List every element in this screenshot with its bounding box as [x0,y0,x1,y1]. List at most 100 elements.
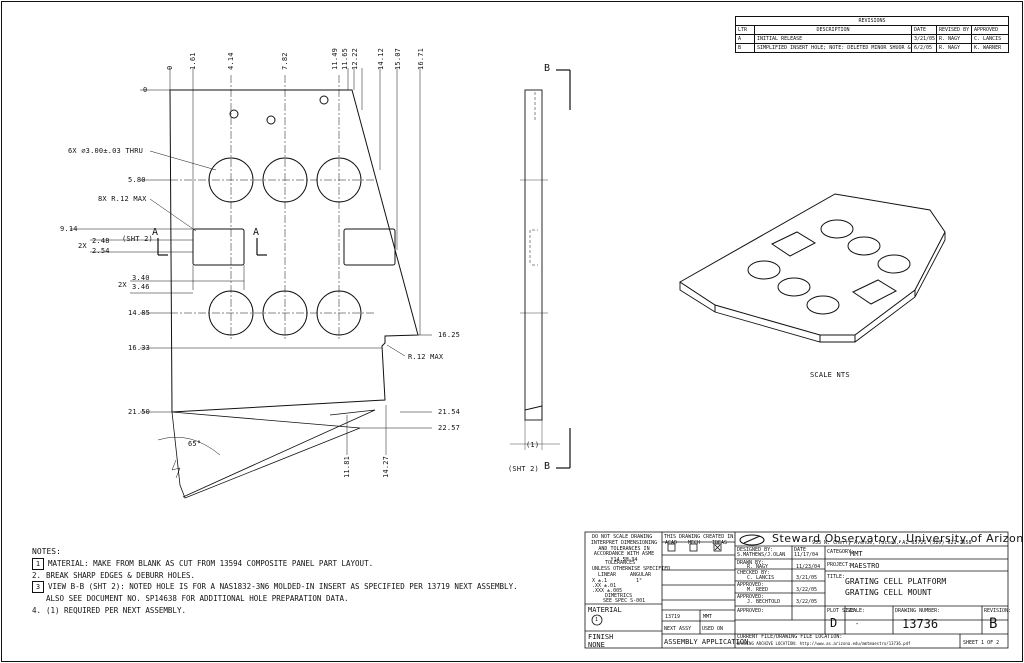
current-file-label: CURRENT FILE/DRAWING FILE LOCATION: [737,634,843,640]
revision-value: B [989,616,998,632]
sig-role: CHECKED BY: [737,570,771,576]
tol-xxx: .XXX ±.005 [592,588,623,594]
do-not-scale: DO NOT SCALE DRAWING [592,534,653,540]
note-item: 4. (1) REQUIRED PER NEXT ASSEMBLY. [32,605,518,617]
title-block-grid [584,531,1009,649]
rev-header: DESCRIPTION [754,26,911,34]
rev-header: APPROVED [971,26,1006,34]
dim-right: 22.57 [438,424,461,432]
spec-label: SEE SPEC S-001 [603,598,646,604]
scale-value: - [855,620,860,628]
sig-name: R. NAGY [747,564,769,570]
dim-top: 11.65 [341,47,349,70]
iso-thickness [679,232,946,343]
slot [192,228,245,266]
revisions-table: REVISIONS LTR DESCRIPTION DATE REVISED B… [735,16,1009,53]
sig-name: S.MATHEWS/J.OLAN [737,552,786,558]
rev-cell: INITIAL RELEASE [754,35,911,43]
sig-date: 3/22/05 [796,599,818,605]
section-letter-b: B [544,461,551,472]
dim-bottom: 14.27 [382,455,390,478]
title-label: TITLE: [827,574,846,580]
rev-cell: 6/2/05 [911,44,936,52]
note-text: (1) REQUIRED PER NEXT ASSEMBLY. [46,605,186,615]
iso-slot [851,279,898,305]
section-ref-a: (SHT 2) [122,235,153,243]
side-edge [524,89,543,421]
note-text: BREAK SHARP EDGES & DEBURR HOLES. [46,570,196,580]
note-text: VIEW B-B (SHT 2): NOTED HOLE IS FOR A NA… [48,582,518,592]
dim-top: 0 [166,65,174,70]
drawing-number-label: DRAWING NUMBER: [895,608,941,614]
iso-hole [820,219,854,239]
interpret-note: INTERPRET DIMENSIONING AND TOLERANCES IN… [590,540,658,563]
rev-header: LTR [738,27,748,33]
section-letter-b: B [544,63,551,74]
rev-cell: B [738,45,742,51]
section-letter-a: A [253,227,260,238]
sig-name: C. LANCIS [747,575,775,581]
note-item: ALSO SEE DOCUMENT NO. SP14638 FOR ADDITI… [32,593,518,605]
rev-cell: A [738,36,742,42]
sig-role: APPROVED: [737,608,765,614]
next-assy-label: NEXT ASSY [664,626,692,632]
slot-prefix: 2X [78,242,87,250]
unless-label: UNLESS OTHERWISE SPECIFIED [592,566,671,572]
rev-cell: K. WARNER [971,44,1006,52]
sig-date: 3/21/05 [796,575,818,581]
rev-cell: R. NAGY [936,44,971,52]
linear-label: LINEAR [598,572,617,578]
sig-date: 11/23/04 [796,564,821,570]
dim-top: 11.49 [331,47,339,70]
dim-left: 14.85 [128,309,151,317]
section-ref-b: (SHT 2) [508,465,539,473]
revisions-header-row: LTR DESCRIPTION DATE REVISED BY APPROVED [736,25,1008,34]
slot-dim: 2.54 [92,247,110,255]
sig-role: DESIGNED BY: [737,547,774,553]
iso-caption: SCALE NTS [810,371,850,379]
sig-role: APPROVED: [737,582,765,588]
dim-left: 21.50 [128,408,151,416]
slot-prefix: 2X [118,281,127,289]
dim-top: 12.22 [351,47,359,70]
revisions-title: REVISIONS [858,18,886,24]
part-outline [169,89,419,413]
hole-callout: 6X ⌀3.00±.03 THRU [68,147,144,155]
dimetrics-label: DIMETRICS [605,593,633,599]
note-number: 3 [32,581,44,594]
project-label: PROJECT: [827,562,852,568]
rev-cell: SIMPLIFIED INSERT HOLE; NOTE: DELETED MI… [754,44,911,52]
drawing-number: 13736 [902,617,939,631]
dim-right: 21.54 [438,408,461,416]
note-text: MATERIAL: MAKE FROM BLANK AS CUT FROM 13… [48,558,374,568]
plot-size-label: PLOT SIZE: [827,608,858,614]
dim-right: 16.25 [438,331,461,339]
category-value: MMT [850,550,863,558]
date-label: DATE [794,547,807,553]
angular-label: ANGULAR [630,572,652,578]
small-hole [319,95,329,105]
material-label: MATERIAL [588,606,622,614]
dim-left: 16.33 [128,344,151,352]
used-on-label: USED ON [702,626,724,632]
material-note: 1 [595,617,599,623]
sig-name: J. BECHTOLD [747,599,781,605]
created-in-label: THIS DRAWING CREATED IN: [664,534,737,540]
iso-slot [770,231,817,257]
sheet-number: SHEET 1 OF 2 [963,640,1000,646]
sw-option: ACAD [665,540,678,546]
title-line-2: GRATING CELL MOUNT [845,588,932,597]
small-hole [266,115,276,125]
category-label: CATEGORY: [827,549,855,555]
tol-angle: 1° [636,578,643,584]
dim-bottom: 11.81 [343,455,351,478]
slot-dim: 2.48 [92,237,110,245]
note-number: 4. [32,605,42,615]
slot [343,228,396,266]
project-value: MAESTRO [850,562,880,570]
used-on-value: MMT [703,614,713,620]
scale-label: SCALE: [847,608,866,614]
notes-title: NOTES: [32,547,61,556]
iso-hole [747,260,781,280]
iso-hole [777,277,811,297]
